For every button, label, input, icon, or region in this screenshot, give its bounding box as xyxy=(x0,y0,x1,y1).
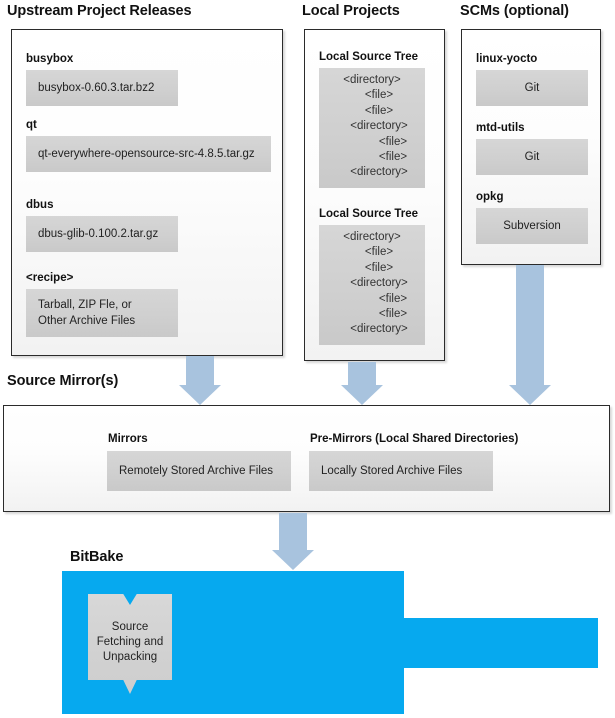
scms-section-title: SCMs (optional) xyxy=(460,3,569,19)
upstream-item-value-recipe: Tarball, ZIP Fle, or Other Archive Files xyxy=(26,289,178,337)
scm-item-label-opkg: opkg xyxy=(476,191,504,203)
tree-line: <directory> xyxy=(350,323,408,336)
upstream-item-value-qt: qt-everywhere-opensource-src-4.8.5.tar.g… xyxy=(26,136,271,172)
upstream-section-title: Upstream Project Releases xyxy=(7,3,192,19)
upstream-panel: busybox busybox-0.60.3.tar.bz2 qt qt-eve… xyxy=(11,29,283,356)
upstream-item-value-dbus: dbus-glib-0.100.2.tar.gz xyxy=(26,216,178,252)
source-mirrors-panel: Mirrors Remotely Stored Archive Files Pr… xyxy=(3,405,610,512)
upstream-item-label-recipe: <recipe> xyxy=(26,272,74,284)
upstream-recipe-line2: Other Archive Files xyxy=(38,315,136,327)
source-mirrors-section-title: Source Mirror(s) xyxy=(7,373,119,389)
tree-line: <directory> xyxy=(350,277,408,290)
tree-line: <directory> xyxy=(343,74,401,86)
bitbake-section-title: BitBake xyxy=(70,549,124,565)
upstream-recipe-line1: Tarball, ZIP Fle, or xyxy=(38,299,132,311)
scms-panel: linux-yocto Git mtd-utils Git opkg Subve… xyxy=(461,29,601,265)
tree-line: <file> xyxy=(378,151,408,164)
upstream-item-label-dbus: dbus xyxy=(26,199,54,211)
source-fetching-unpacking-task: Source Fetching and Unpacking xyxy=(88,594,172,694)
upstream-item-label-busybox: busybox xyxy=(26,53,74,65)
pre-mirrors-label: Pre-Mirrors (Local Shared Directories) xyxy=(310,433,519,445)
local-tree-label-2: Local Source Tree xyxy=(319,208,419,220)
tree-line: <file> xyxy=(378,308,408,321)
scm-item-label-mtd-utils: mtd-utils xyxy=(476,122,525,134)
tree-line: <file> xyxy=(378,292,408,305)
upstream-item-label-qt: qt xyxy=(26,119,37,131)
scm-item-value-opkg: Subversion xyxy=(476,208,588,244)
local-tree-label-1: Local Source Tree xyxy=(319,51,419,63)
upstream-item-value-busybox: busybox-0.60.3.tar.bz2 xyxy=(26,70,178,106)
task-line-1: Source xyxy=(111,620,149,633)
local-tree-content-1: <directory> <file> <file> <directory> <f… xyxy=(319,68,425,188)
tree-line: <file> xyxy=(364,104,394,117)
tree-line: <directory> xyxy=(343,231,401,243)
tree-line: <file> xyxy=(364,246,394,259)
tree-line: <directory> xyxy=(350,120,408,133)
scm-item-value-linux-yocto: Git xyxy=(476,70,588,106)
local-projects-panel: Local Source Tree <directory> <file> <fi… xyxy=(304,29,445,361)
tree-line: <file> xyxy=(364,261,394,274)
pre-mirrors-value: Locally Stored Archive Files xyxy=(309,451,493,491)
local-projects-section-title: Local Projects xyxy=(302,3,400,19)
mirrors-label: Mirrors xyxy=(108,433,148,445)
tree-line: <file> xyxy=(364,89,394,102)
local-tree-content-2: <directory> <file> <file> <directory> <f… xyxy=(319,225,425,345)
task-line-3: Unpacking xyxy=(102,650,158,663)
scm-item-label-linux-yocto: linux-yocto xyxy=(476,53,538,65)
bitbake-output-bar xyxy=(404,618,598,668)
mirrors-value: Remotely Stored Archive Files xyxy=(107,451,291,491)
scm-item-value-mtd-utils: Git xyxy=(476,139,588,175)
tree-line: <directory> xyxy=(350,166,408,179)
tree-line: <file> xyxy=(378,135,408,148)
task-line-2: Fetching and xyxy=(96,635,164,648)
